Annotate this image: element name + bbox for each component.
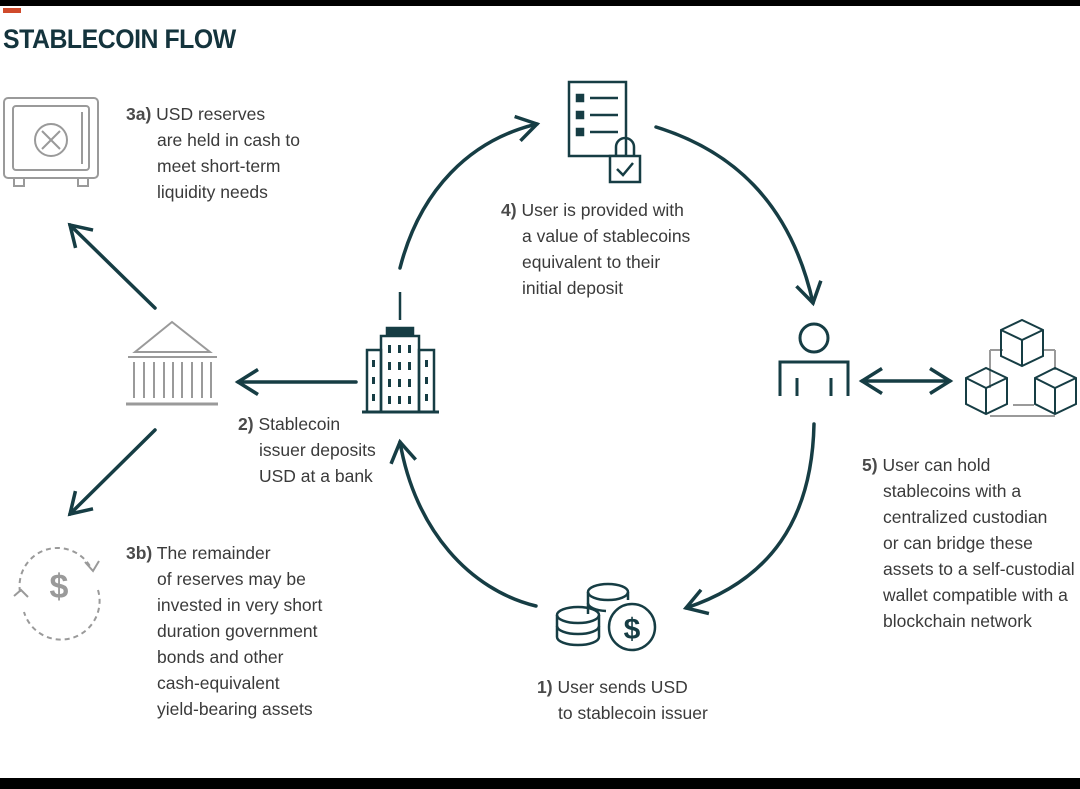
blockchain-icon bbox=[965, 318, 1077, 417]
step-5-text: 5) User can hold stablecoins with a cent… bbox=[862, 455, 1075, 631]
building-windows bbox=[372, 345, 428, 404]
step-1-text: 1) User sends USD to stablecoin issuer bbox=[537, 677, 708, 723]
svg-text:$: $ bbox=[624, 613, 641, 646]
step-3b-text: 3b) The remainder of reserves may be inv… bbox=[126, 543, 323, 719]
arrow-coins-to-building bbox=[389, 438, 538, 608]
arrow-user-to-coins bbox=[682, 422, 816, 616]
bottom-border bbox=[0, 778, 1080, 789]
arrow-building-to-document bbox=[398, 114, 541, 270]
vault-icon bbox=[3, 97, 99, 187]
arrow-bank-to-vault bbox=[67, 222, 157, 310]
arrow-document-to-user bbox=[654, 125, 823, 307]
flow-arrows bbox=[67, 114, 954, 616]
page-title: STABLECOIN FLOW bbox=[3, 24, 236, 54]
dollar-cycle-icon: $ bbox=[13, 546, 101, 641]
accent-mark bbox=[3, 8, 21, 13]
bank-icon bbox=[126, 320, 218, 406]
coins-icon: $ bbox=[555, 582, 657, 652]
svg-text:$: $ bbox=[50, 568, 69, 606]
building-icon bbox=[362, 292, 439, 414]
top-border bbox=[0, 0, 1080, 6]
step-2-text: 2) Stablecoin issuer deposits USD at a b… bbox=[238, 414, 376, 486]
document-lock-icon bbox=[567, 80, 642, 184]
user-icon bbox=[778, 322, 850, 396]
step-4-text: 4) User is provided with a value of stab… bbox=[501, 200, 691, 298]
step-3a-text: 3a) USD reserves are held in cash to mee… bbox=[126, 104, 301, 202]
arrow-bank-to-dollar-cycle bbox=[67, 428, 157, 517]
